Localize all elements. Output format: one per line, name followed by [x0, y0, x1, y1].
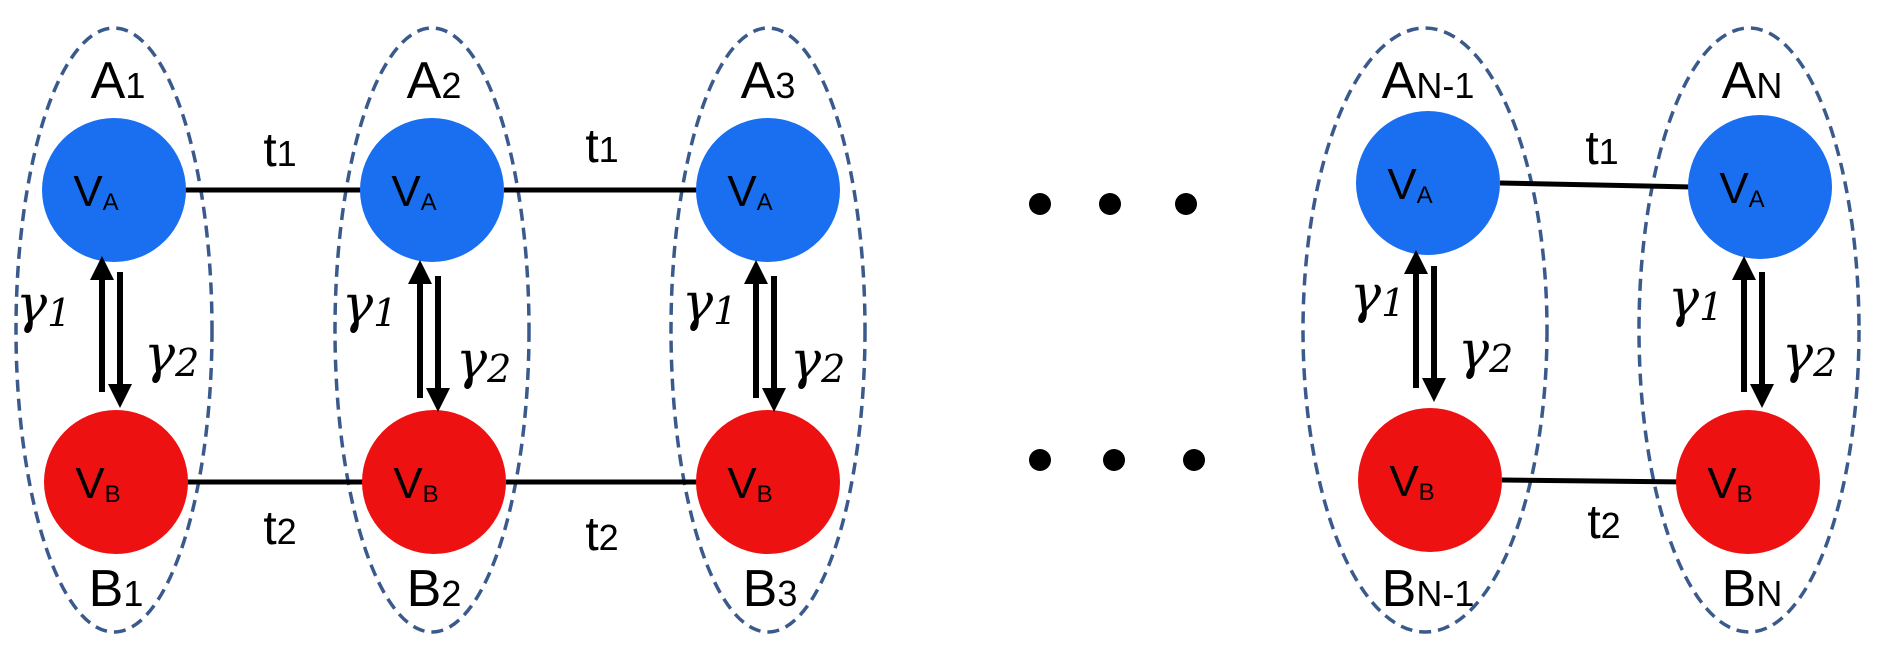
site-label-b-2: B2: [407, 560, 462, 618]
site-label-a-1: A1: [91, 52, 146, 110]
site-label-a-2: A2: [407, 52, 462, 110]
hop-label-t2-n: t2: [1587, 496, 1620, 549]
bond-top-n-minus-1-n: [1499, 180, 1693, 190]
rate-label-gamma2-3: γ2: [790, 331, 845, 391]
node-a-1: [42, 118, 186, 262]
node-a-3-label: VA: [727, 167, 772, 216]
rate-label-gamma2-2: γ2: [456, 331, 511, 391]
node-b-1-label: VB: [75, 459, 120, 508]
ellipsis-top-dot-2: [1099, 193, 1121, 215]
rate-arrows: [90, 250, 1774, 412]
site-label-a-3: A3: [741, 52, 796, 110]
unit-cell-ellipses: [14, 26, 1861, 634]
node-b-n-minus-1: [1358, 408, 1502, 552]
node-b-n: [1676, 410, 1820, 554]
node-a-1-label: VA: [73, 167, 118, 216]
site-label-b-n-minus-1: BN-1: [1382, 560, 1475, 618]
nodes-b: [44, 408, 1820, 554]
unit-cell-n-ellipse: [1637, 26, 1861, 634]
hop-label-t1-2: t1: [585, 120, 618, 173]
ellipsis-bottom-dot-3: [1183, 449, 1205, 471]
node-a-3: [696, 118, 840, 262]
site-label-a-n-minus-1: AN-1: [1382, 52, 1475, 110]
unit-cell-1-ellipse: [14, 26, 214, 634]
bond-bottom-n-minus-1-n: [1501, 477, 1689, 485]
rate-label-gamma1-3: γ1: [682, 273, 737, 333]
unit-cell-3-ellipse: [669, 26, 867, 634]
rate-label-gamma1-2: γ1: [342, 275, 397, 335]
rate-label-gamma2-n: γ2: [1782, 325, 1837, 385]
site-label-b-1: B1: [89, 560, 144, 618]
node-labels: VA VA VA VA VA VB VB VB VB VB: [73, 160, 1764, 508]
hop-label-t2-1: t2: [263, 502, 296, 555]
node-a-2: [360, 118, 504, 262]
unit-cell-n-minus-1-ellipse: [1301, 26, 1549, 634]
node-b-3-label: VB: [727, 459, 772, 508]
site-label-b-n: BN: [1722, 560, 1783, 618]
node-a-n: [1688, 115, 1832, 259]
ellipsis-bottom-dot-1: [1029, 449, 1051, 471]
node-b-3: [696, 410, 840, 554]
hop-label-t2-2: t2: [585, 508, 618, 561]
nodes-a: [42, 111, 1832, 262]
site-label-b-3: B3: [743, 560, 798, 618]
rate-label-gamma2-n-minus-1: γ2: [1458, 321, 1513, 381]
ellipsis-top-dot-1: [1029, 193, 1051, 215]
node-b-2: [362, 410, 506, 554]
node-a-n-minus-1-label: VA: [1387, 160, 1432, 209]
unit-cell-2-ellipse: [333, 26, 531, 634]
site-label-a-n: AN: [1722, 52, 1783, 110]
rate-labels: γ1 γ2 γ1 γ2 γ1 γ2 γ1 γ2 γ1 γ2: [16, 265, 1837, 391]
rate-label-gamma1-1: γ1: [16, 275, 71, 335]
node-a-2-label: VA: [391, 167, 436, 216]
node-a-n-minus-1: [1356, 111, 1500, 255]
hopping-bonds: [184, 180, 1693, 485]
hopping-labels: t1 t1 t1 t2 t2 t2: [263, 120, 1620, 561]
rate-label-gamma1-n: γ1: [1668, 269, 1723, 329]
hop-label-t1-n: t1: [1585, 122, 1618, 175]
hop-label-t1-1: t1: [263, 124, 296, 177]
rate-label-gamma1-n-minus-1: γ1: [1350, 265, 1405, 325]
node-b-n-label: VB: [1707, 459, 1752, 508]
node-b-1: [44, 410, 188, 554]
ellipsis-bottom-dot-2: [1103, 449, 1125, 471]
ellipsis-dots: [1029, 193, 1205, 471]
node-a-n-label: VA: [1719, 164, 1764, 213]
rate-label-gamma2-1: γ2: [144, 325, 199, 385]
node-b-2-label: VB: [393, 459, 438, 508]
site-labels: A1 A2 A3 AN-1 AN B1 B2 B3 BN-1 BN: [89, 52, 1783, 618]
ellipsis-top-dot-3: [1175, 193, 1197, 215]
node-b-n-minus-1-label: VB: [1389, 457, 1434, 506]
